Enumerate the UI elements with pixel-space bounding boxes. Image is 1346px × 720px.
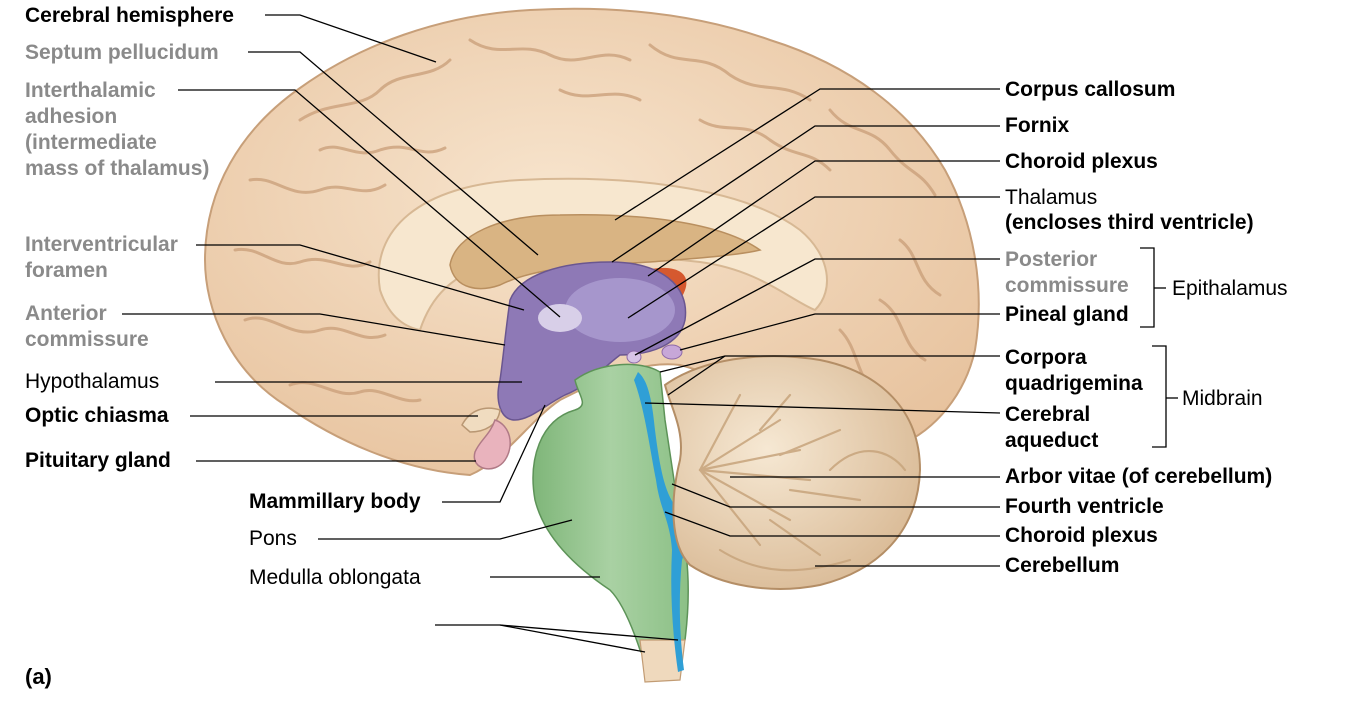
pineal-gland-shape	[661, 344, 683, 360]
label-cerebellum: Cerebellum	[1005, 554, 1120, 577]
pituitary-shape	[473, 419, 511, 470]
label-epithalamus: Epithalamus	[1172, 277, 1288, 300]
label-cerebral-hemisphere: Cerebral hemisphere	[25, 4, 234, 27]
leader-lines	[122, 14, 1178, 653]
label-corpus-callosum: Corpus callosum	[1005, 78, 1176, 101]
label-choroid-plexus-lower: Choroid plexus	[1005, 524, 1158, 547]
label-midbrain: Midbrain	[1182, 387, 1263, 410]
label-choroid-plexus-upper: Choroid plexus	[1005, 150, 1158, 173]
label-septum-pellucidum: Septum pellucidum	[25, 41, 219, 64]
label-corpora-quadrigemina: Corpora quadrigemina	[1005, 346, 1143, 395]
ventricle-channel	[634, 372, 688, 672]
figure-label: (a)	[25, 664, 52, 689]
lateral-ventricle	[449, 213, 762, 290]
thalamus-shape	[565, 278, 675, 342]
optic-chiasma-shape	[461, 407, 501, 433]
label-pons: Pons	[249, 527, 297, 550]
label-posterior-commissure: Posterior commissure	[1005, 248, 1129, 297]
label-thalamus: Thalamus	[1005, 186, 1098, 209]
label-pineal-gland: Pineal gland	[1005, 303, 1129, 326]
spinal-cord-shape	[639, 639, 686, 683]
label-mammillary-body: Mammillary body	[249, 490, 421, 513]
label-hypothalamus: Hypothalamus	[25, 370, 160, 393]
label-thalamus-note: (encloses third ventricle)	[1005, 211, 1254, 234]
label-medulla-oblongata: Medulla oblongata	[249, 566, 421, 589]
label-pituitary-gland: Pituitary gland	[25, 449, 171, 472]
label-interthalamic-adhesion: Interthalamic adhesion (intermediate mas…	[25, 79, 210, 180]
label-cerebral-aqueduct: Cerebral aqueduct	[1005, 403, 1099, 452]
interthalamic-adhesion-shape	[538, 304, 582, 332]
arbor-vitae-branches	[698, 393, 907, 572]
label-optic-chiasma: Optic chiasma	[25, 404, 169, 427]
label-fornix: Fornix	[1005, 114, 1070, 137]
label-interventricular-foramen: Interventricular foramen	[25, 233, 178, 282]
label-fourth-ventricle: Fourth ventricle	[1005, 495, 1164, 518]
label-anterior-commissure: Anterior commissure	[25, 302, 149, 351]
label-arbor-vitae: Arbor vitae (of cerebellum)	[1005, 465, 1273, 488]
